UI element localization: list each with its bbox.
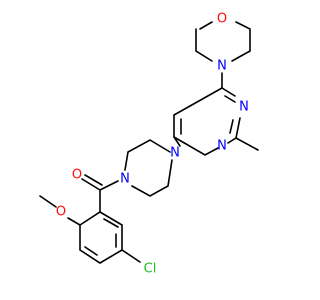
atom-piperazine-nitrogen-4: N	[120, 172, 130, 187]
atom-methoxy-oxygen: O	[56, 205, 66, 220]
bond-pyrimidine-piperazine	[173, 136, 181, 147]
bond-aryl-cl	[121, 249, 141, 263]
bond-methoxy-methyl	[39, 195, 57, 208]
atom-pyrimidine-nitrogen-3: N	[217, 139, 227, 154]
benzene-inner-double-1	[103, 218, 119, 228]
bond-carbonyl-1	[81, 178, 101, 191]
molecule-svg: O N N N N N O O Cl	[39, 12, 259, 277]
atom-labels: O N N N N N O O Cl	[56, 12, 249, 277]
bond-carbonyl-2	[84, 174, 103, 186]
pyrimidine-inner-double-2	[224, 95, 236, 103]
bonds	[39, 21, 259, 264]
atom-morpholine-oxygen: O	[217, 12, 227, 27]
morpholine-ring-bonds	[195, 21, 251, 62]
bond-amide-n-c	[99, 180, 119, 191]
structure-diagram: O N N N N N O O Cl	[39, 11, 259, 277]
bond-aryl-methoxy-o	[67, 217, 81, 226]
atom-piperazine-nitrogen-1: N	[170, 146, 180, 161]
atom-carbonyl-oxygen: O	[72, 168, 82, 183]
pyrimidine-inner-double-3	[229, 119, 234, 134]
atom-chlorine: Cl	[144, 262, 157, 277]
piperazine-ring-bonds	[124, 139, 173, 197]
pyrimidine-ring-bonds	[173, 87, 241, 156]
atom-pyrimidine-nitrogen-1: N	[239, 100, 249, 115]
atom-morpholine-nitrogen: N	[217, 59, 227, 74]
benzene-inner-double-3	[84, 246, 98, 256]
bond-methyl	[235, 137, 259, 151]
